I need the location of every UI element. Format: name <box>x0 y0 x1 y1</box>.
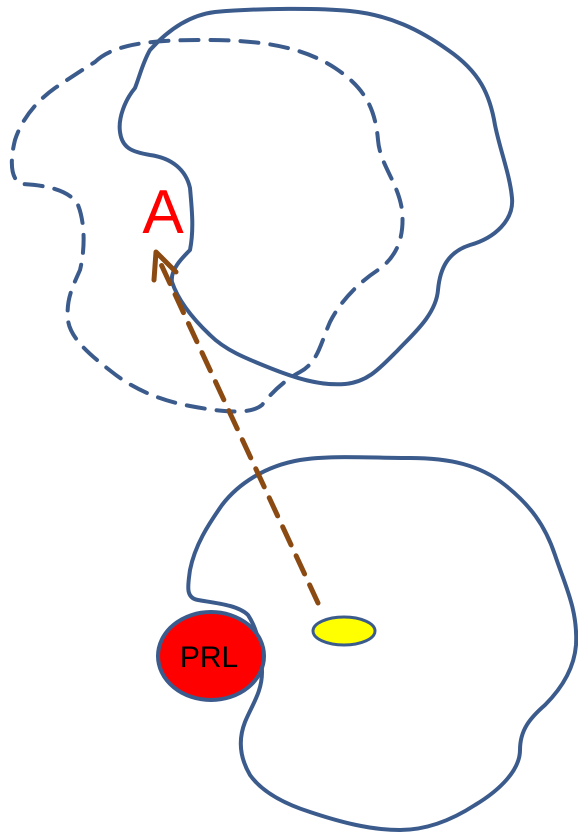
prl-ellipse-icon <box>156 610 266 702</box>
dashed-arrow-line <box>157 259 321 606</box>
bottom-solid-outline <box>186 455 578 832</box>
dashed-shifted-outline <box>9 38 405 414</box>
label-a: A <box>142 178 184 247</box>
label-prl: PRL <box>180 641 238 674</box>
arrow-head-icon <box>151 249 179 283</box>
fixation-ellipse-icon <box>311 615 377 647</box>
top-solid-outline <box>117 6 515 387</box>
